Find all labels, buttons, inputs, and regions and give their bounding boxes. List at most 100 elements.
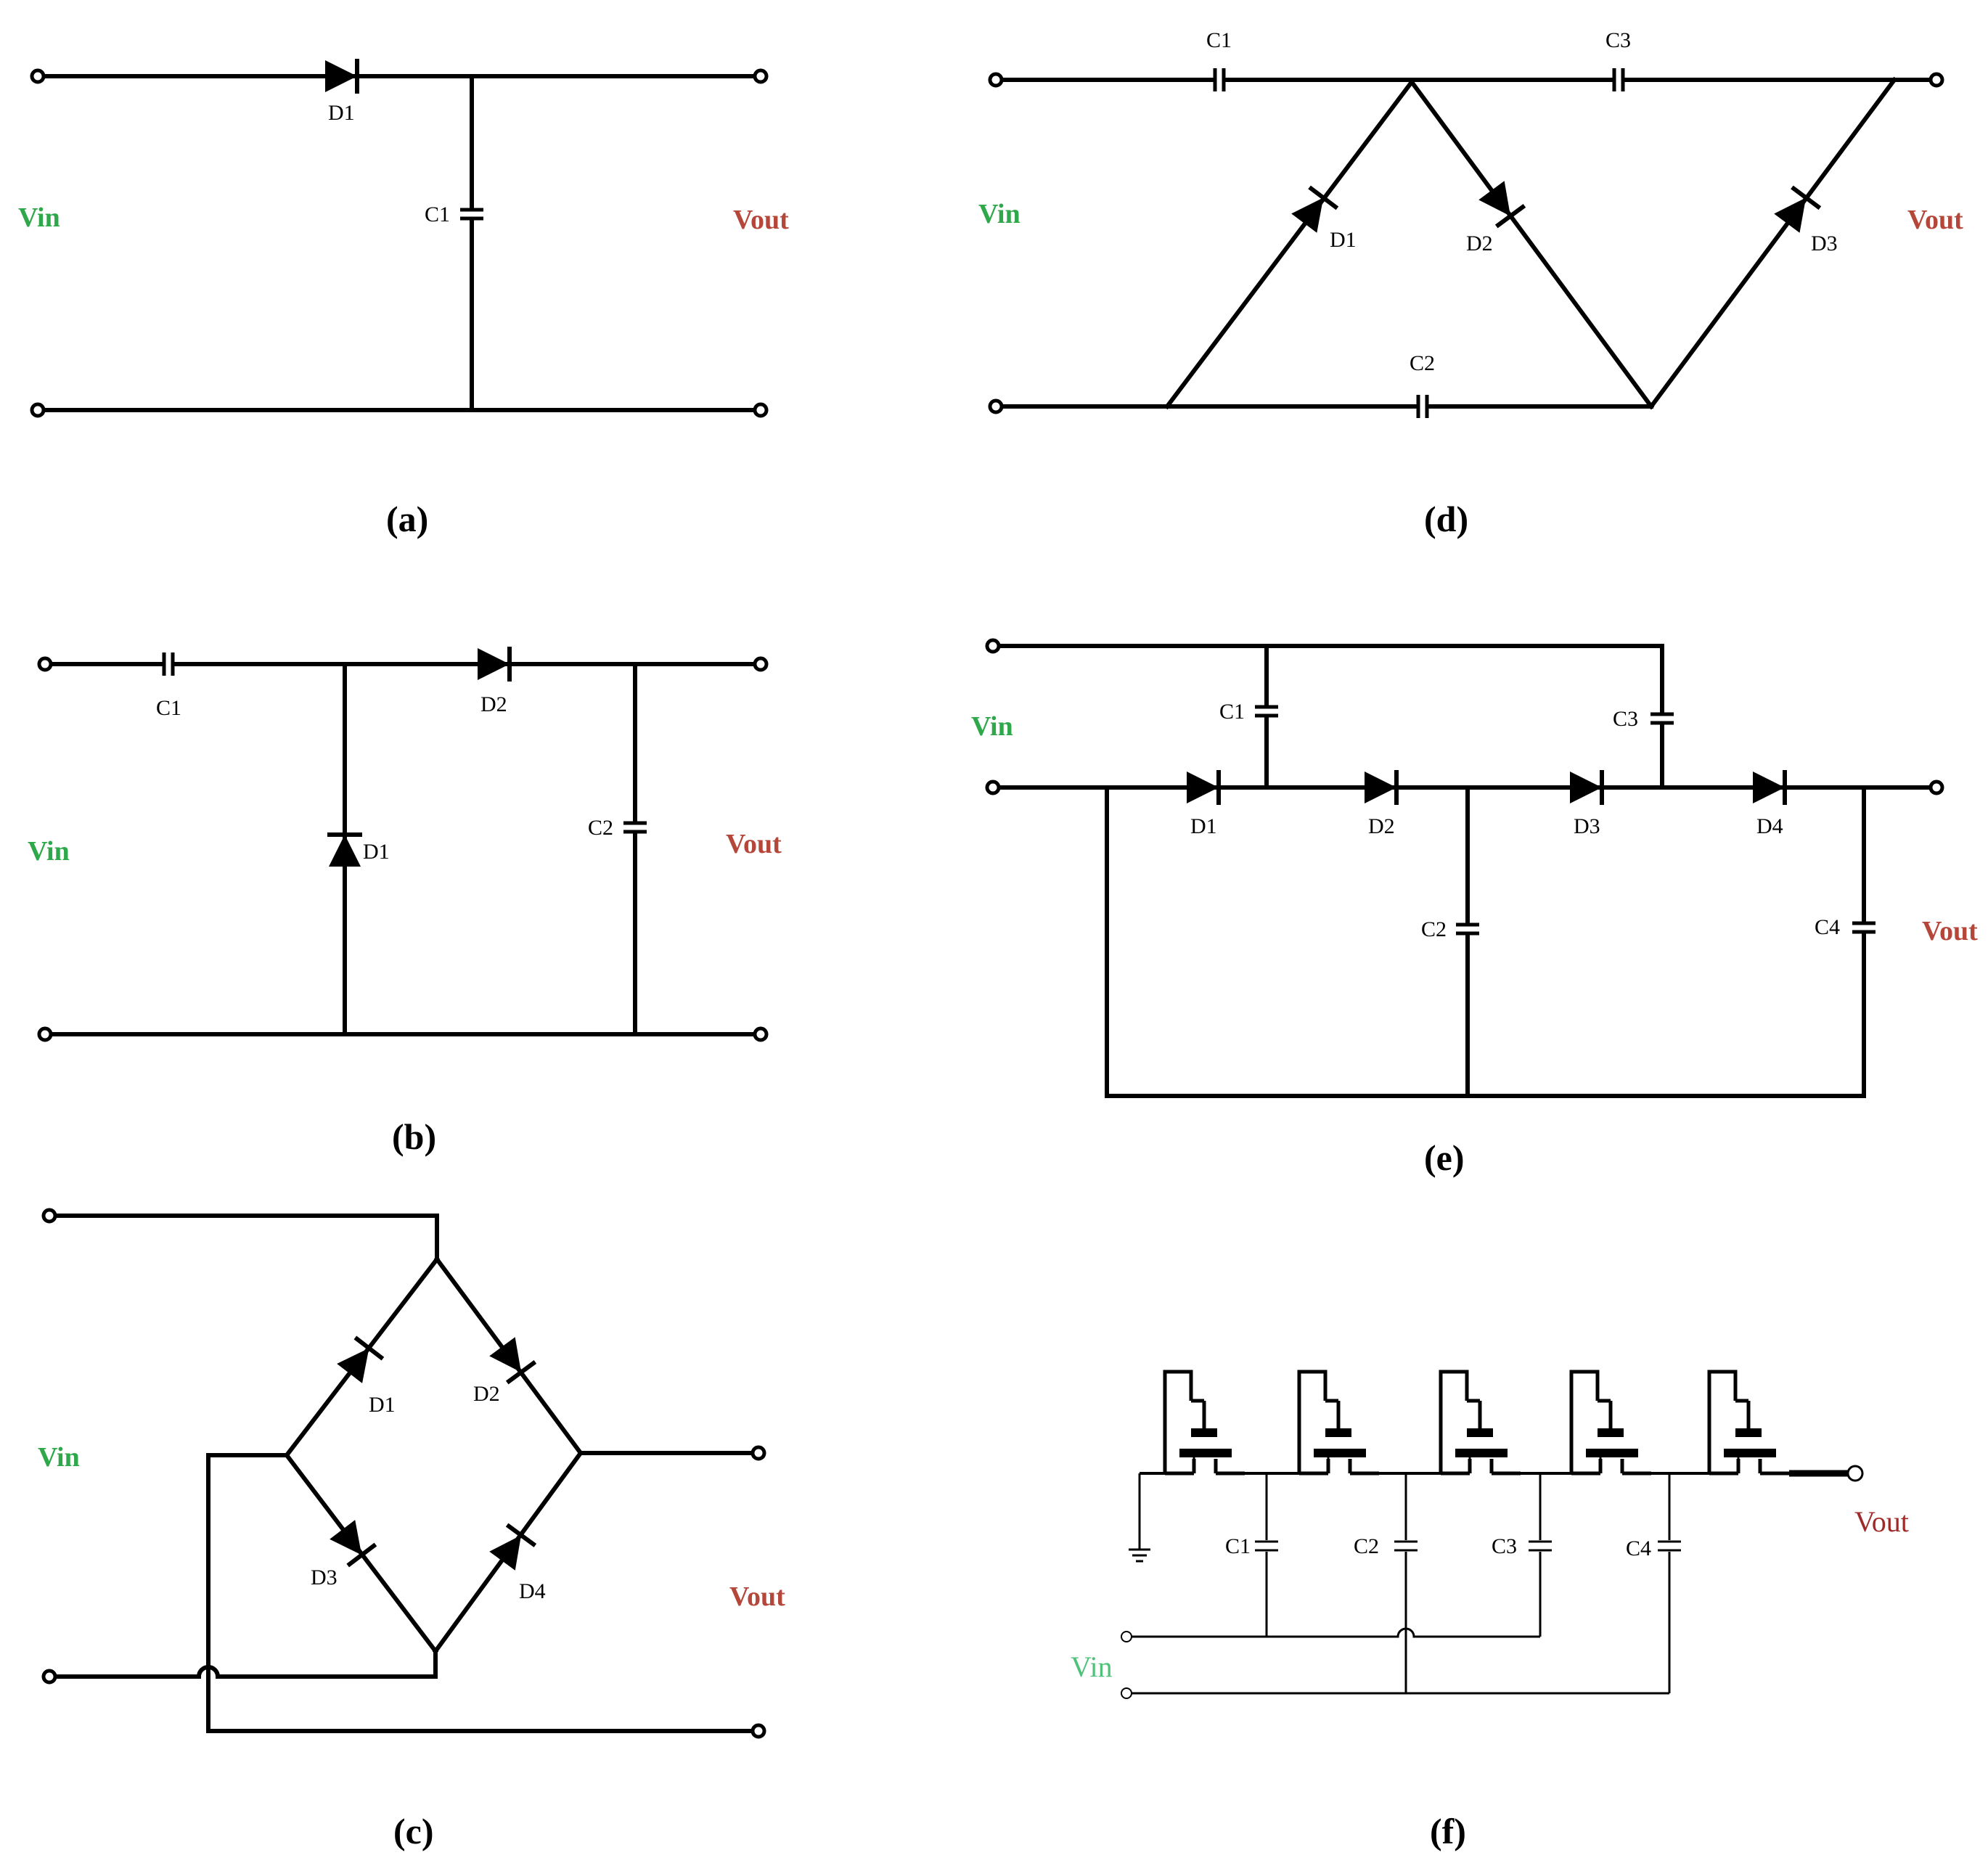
caption-d: (d): [1424, 499, 1468, 539]
vin-label: Vin: [18, 202, 60, 233]
label-d2: D2: [480, 692, 507, 716]
vin-label: Vin: [978, 199, 1020, 229]
label-d2: D2: [473, 1382, 500, 1406]
caption-f: (f): [1430, 1811, 1466, 1851]
label-c1: C1: [156, 696, 181, 720]
label-c4: C4: [1626, 1536, 1651, 1560]
panel-d: C1 C3 C2 D1 D2 D3 Vin Vout (d): [978, 28, 1963, 539]
label-d3: D3: [311, 1566, 338, 1589]
label-d3: D3: [1574, 814, 1600, 838]
output-terminal-top: [753, 68, 769, 84]
output-terminal-top: [753, 656, 769, 672]
diode-d1: [336, 1338, 383, 1384]
output-terminal: [1846, 1465, 1864, 1482]
capacitor-c4: [1852, 922, 1875, 933]
input-terminal-top: [985, 638, 1001, 654]
diode-d1: [327, 835, 362, 867]
label-d1: D1: [369, 1393, 396, 1417]
label-d1: D1: [328, 101, 355, 125]
diode-d3: [1570, 770, 1602, 805]
input-terminal-bottom: [988, 398, 1004, 414]
capacitor-c2: [1393, 1539, 1419, 1553]
diode-d3: [329, 1519, 376, 1566]
vin-label: Vin: [971, 711, 1013, 742]
capacitor-c1: [1255, 705, 1278, 717]
vin-label: Vin: [28, 836, 70, 867]
panel-c: D1 D2 D3 D4 Vin Vout (c): [38, 1208, 785, 1851]
caption-a: (a): [386, 499, 428, 539]
label-c3: C3: [1605, 28, 1631, 52]
label-d2: D2: [1466, 232, 1493, 255]
input-terminal-top: [1121, 1631, 1132, 1642]
caption-e: (e): [1424, 1137, 1465, 1178]
panel-f: C1 C2 C3 C4 Vin Vout (f): [1071, 1372, 1909, 1851]
input-terminal-bottom: [41, 1669, 57, 1685]
panel-e: C1 C3 C2 C4 D1 D2 D3 D4 Vin Vout (e): [971, 638, 1978, 1178]
output-terminal-bottom: [753, 402, 769, 418]
mosfet-stage-4: [1571, 1372, 1651, 1473]
label-d1: D1: [1190, 814, 1217, 838]
label-d1: D1: [1330, 228, 1357, 252]
mosfet-stage-2: [1299, 1372, 1379, 1473]
diode-d4: [488, 1525, 536, 1571]
input-terminal-top: [988, 72, 1004, 88]
capacitor-c1: [1253, 1539, 1280, 1553]
label-d2: D2: [1368, 814, 1395, 838]
output-terminal-bottom: [753, 1026, 769, 1042]
label-c1: C1: [1219, 700, 1245, 724]
output-terminal-bottom: [750, 1723, 766, 1739]
caption-c: (c): [393, 1811, 434, 1851]
vout-label: Vout: [1854, 1505, 1909, 1538]
label-c3: C3: [1492, 1534, 1517, 1558]
label-c2: C2: [1410, 351, 1435, 375]
vout-label: Vout: [1907, 205, 1963, 235]
diode-d3: [1773, 187, 1820, 234]
label-c2: C2: [588, 816, 613, 840]
diode-d2: [488, 1336, 536, 1383]
caption-b: (b): [392, 1116, 436, 1157]
output-terminal-top: [1928, 72, 1944, 88]
label-d4: D4: [1756, 814, 1783, 838]
mosfet-stage-1: [1165, 1372, 1245, 1473]
label-c1: C1: [1206, 28, 1232, 52]
input-terminal-top: [30, 68, 46, 84]
panel-a: D1 C1 Vin Vout (a): [18, 59, 789, 539]
input-terminal-bottom: [37, 1026, 53, 1042]
diode-d1: [1290, 187, 1338, 234]
capacitor-c1: [163, 652, 174, 676]
label-c1: C1: [425, 202, 450, 226]
vout-label: Vout: [726, 829, 782, 859]
label-c1: C1: [1225, 1534, 1251, 1558]
input-terminal-bottom: [985, 779, 1001, 795]
capacitor-c4: [1656, 1539, 1682, 1553]
diode-d1: [325, 59, 357, 94]
capacitor-c2: [1456, 923, 1479, 935]
input-terminal-bottom: [30, 402, 46, 418]
diode-d4: [1753, 770, 1785, 805]
diode-d1: [1187, 770, 1219, 805]
label-d3: D3: [1811, 232, 1838, 255]
diode-d2: [478, 647, 510, 682]
label-c2: C2: [1421, 917, 1447, 941]
capacitor-c3: [1613, 68, 1624, 91]
panel-b: C1 D2 D1 C2 Vin Vout (b): [28, 647, 782, 1157]
label-d1: D1: [363, 840, 390, 864]
capacitor-c1: [460, 208, 483, 220]
input-terminal-top: [41, 1208, 57, 1224]
output-terminal-top: [1928, 779, 1944, 795]
diode-d2: [1365, 770, 1396, 805]
vout-label: Vout: [729, 1581, 785, 1612]
capacitor-c3: [1650, 713, 1674, 724]
capacitor-c3: [1527, 1539, 1553, 1553]
vout-label: Vout: [733, 205, 789, 235]
vin-label: Vin: [1071, 1650, 1113, 1683]
label-c4: C4: [1815, 915, 1840, 939]
label-c3: C3: [1613, 707, 1638, 731]
input-terminal-bottom: [1121, 1687, 1132, 1699]
mosfet-stage-5: [1709, 1372, 1789, 1473]
input-terminal-top: [37, 656, 53, 672]
capacitor-c2: [623, 822, 647, 833]
label-d4: D4: [519, 1579, 546, 1603]
diode-d2: [1478, 180, 1525, 226]
capacitor-c2: [1417, 395, 1428, 418]
